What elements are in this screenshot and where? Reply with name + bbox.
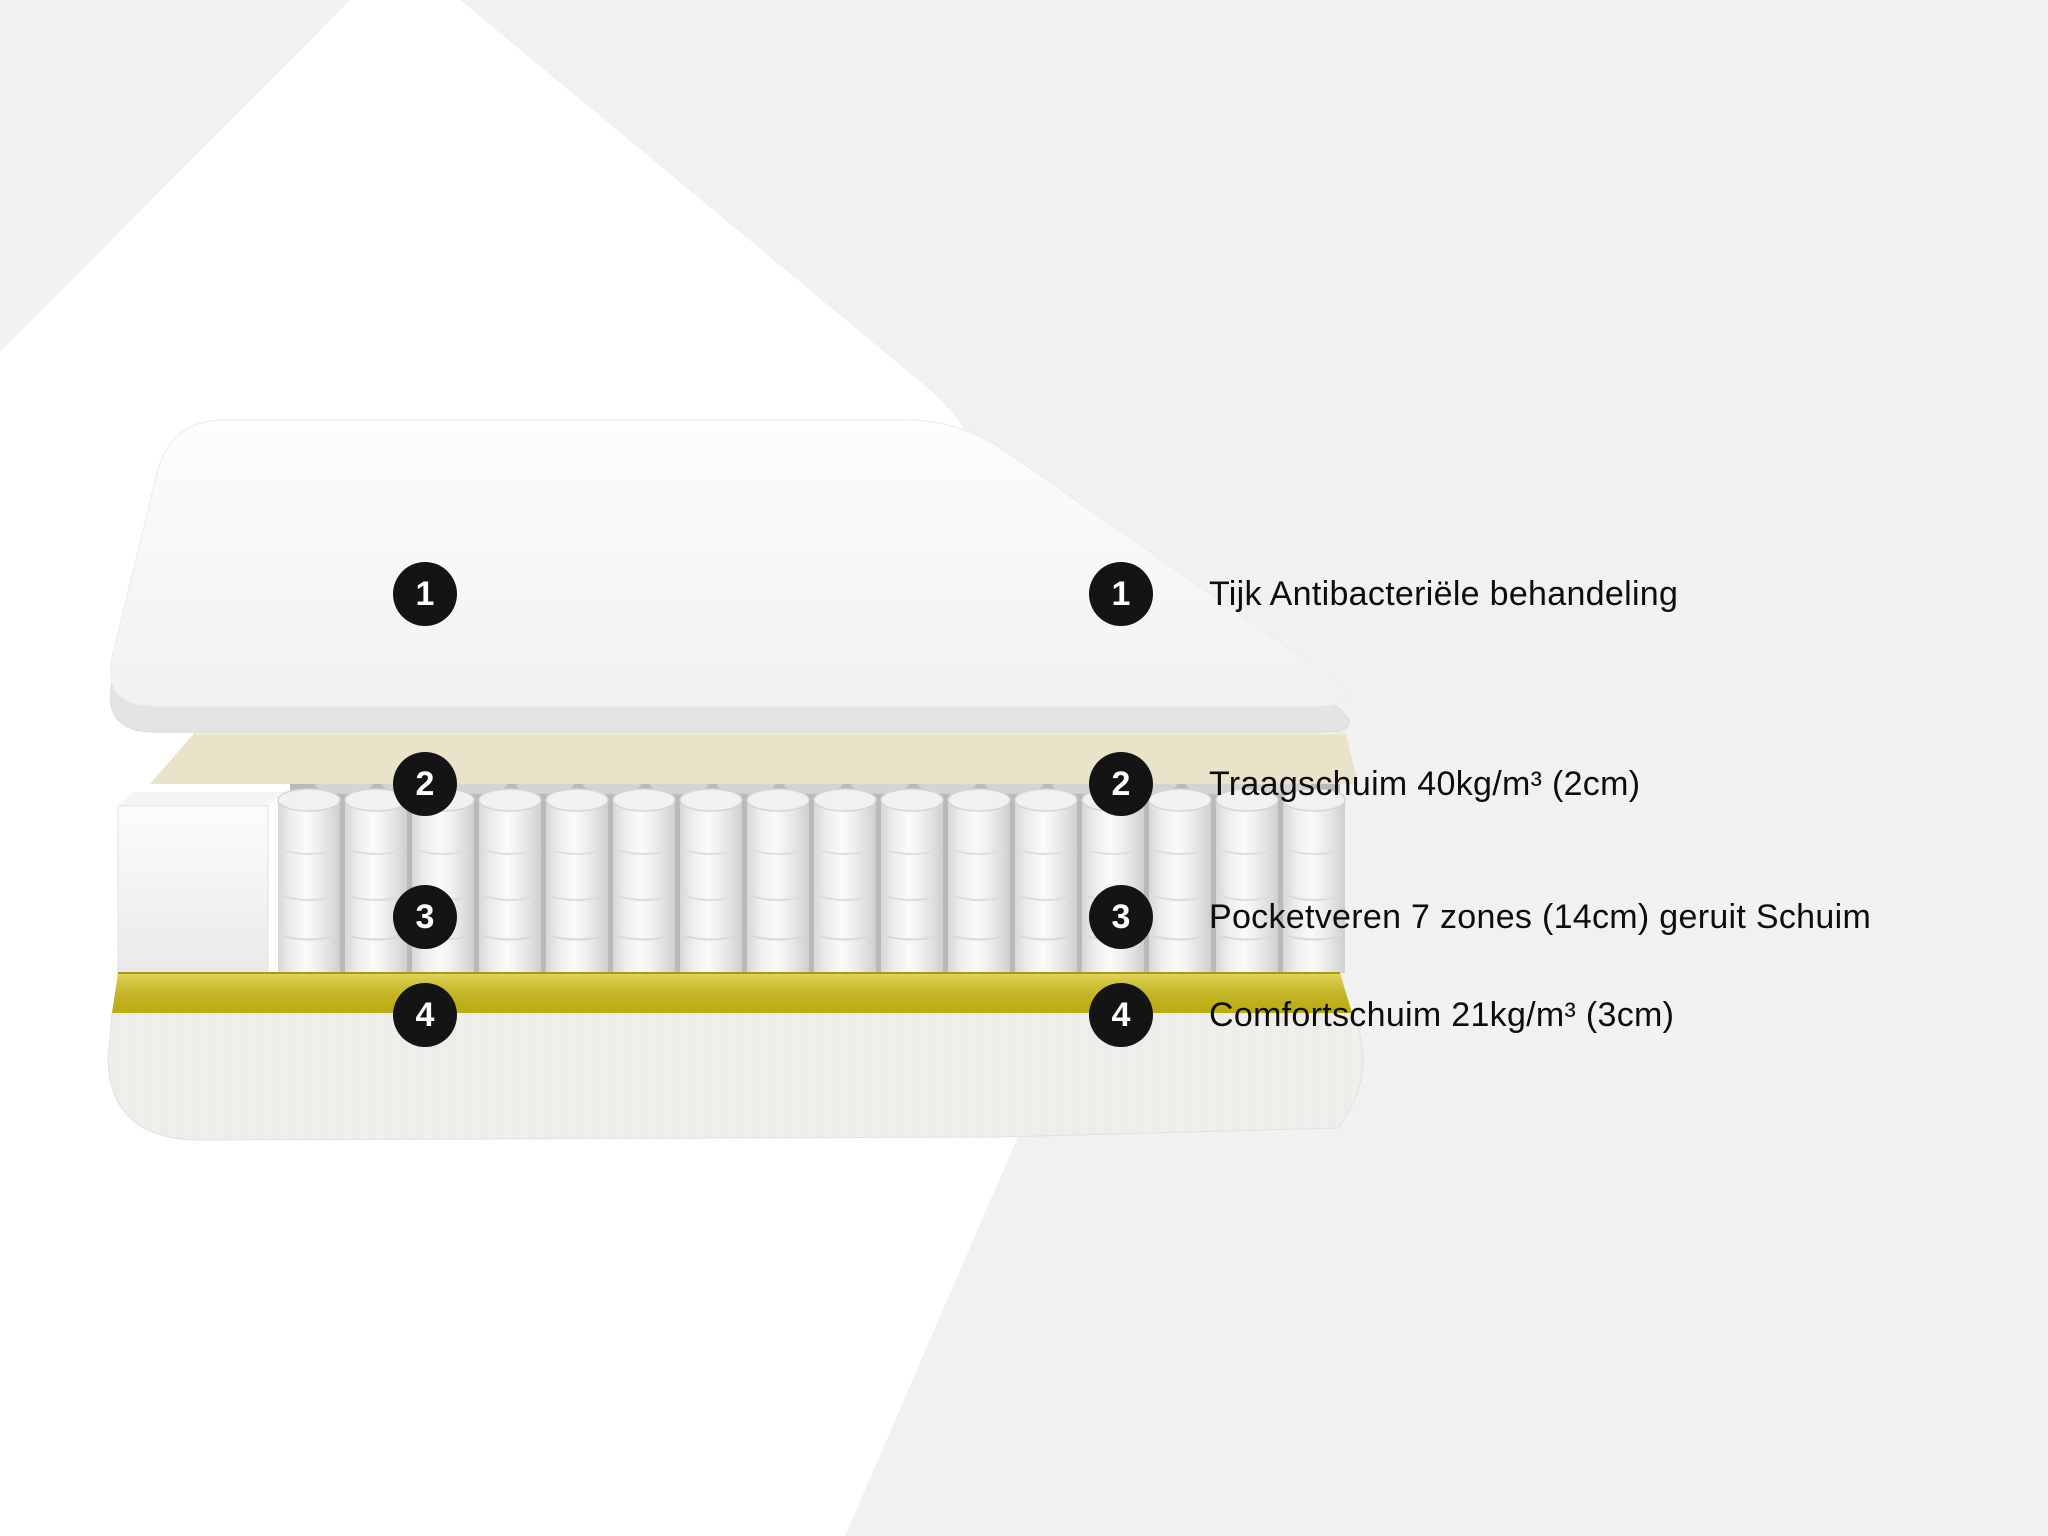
legend-item: 3 Pocketveren 7 zones (14cm) geruit Schu… (1089, 885, 1871, 949)
legend-number-badge: 4 (1089, 983, 1153, 1047)
legend-label: Comfortschuim 21kg/m³ (3cm) (1209, 995, 1675, 1034)
legend-number-badge: 1 (1089, 562, 1153, 626)
legend-item: 1 Tijk Antibacteriële behandeling (1089, 562, 1678, 626)
legend-item: 2 Traagschuim 40kg/m³ (2cm) (1089, 752, 1640, 816)
legend-label: Pocketveren 7 zones (14cm) geruit Schuim (1209, 897, 1872, 936)
layer-marker-2: 2 (393, 752, 457, 816)
top-cover-face (110, 419, 1348, 707)
layer-marker-4: 4 (393, 983, 457, 1047)
legend-label: Traagschuim 40kg/m³ (2cm) (1209, 764, 1641, 803)
legend-label: Tijk Antibacteriële behandeling (1209, 574, 1679, 613)
legend-number-badge: 2 (1089, 752, 1153, 816)
legend-number-badge: 3 (1089, 885, 1153, 949)
edge-foam-block (117, 792, 284, 974)
layer-marker-3: 3 (393, 885, 457, 949)
legend-item: 4 Comfortschuim 21kg/m³ (3cm) (1089, 983, 1674, 1047)
layer-marker-1: 1 (393, 562, 457, 626)
